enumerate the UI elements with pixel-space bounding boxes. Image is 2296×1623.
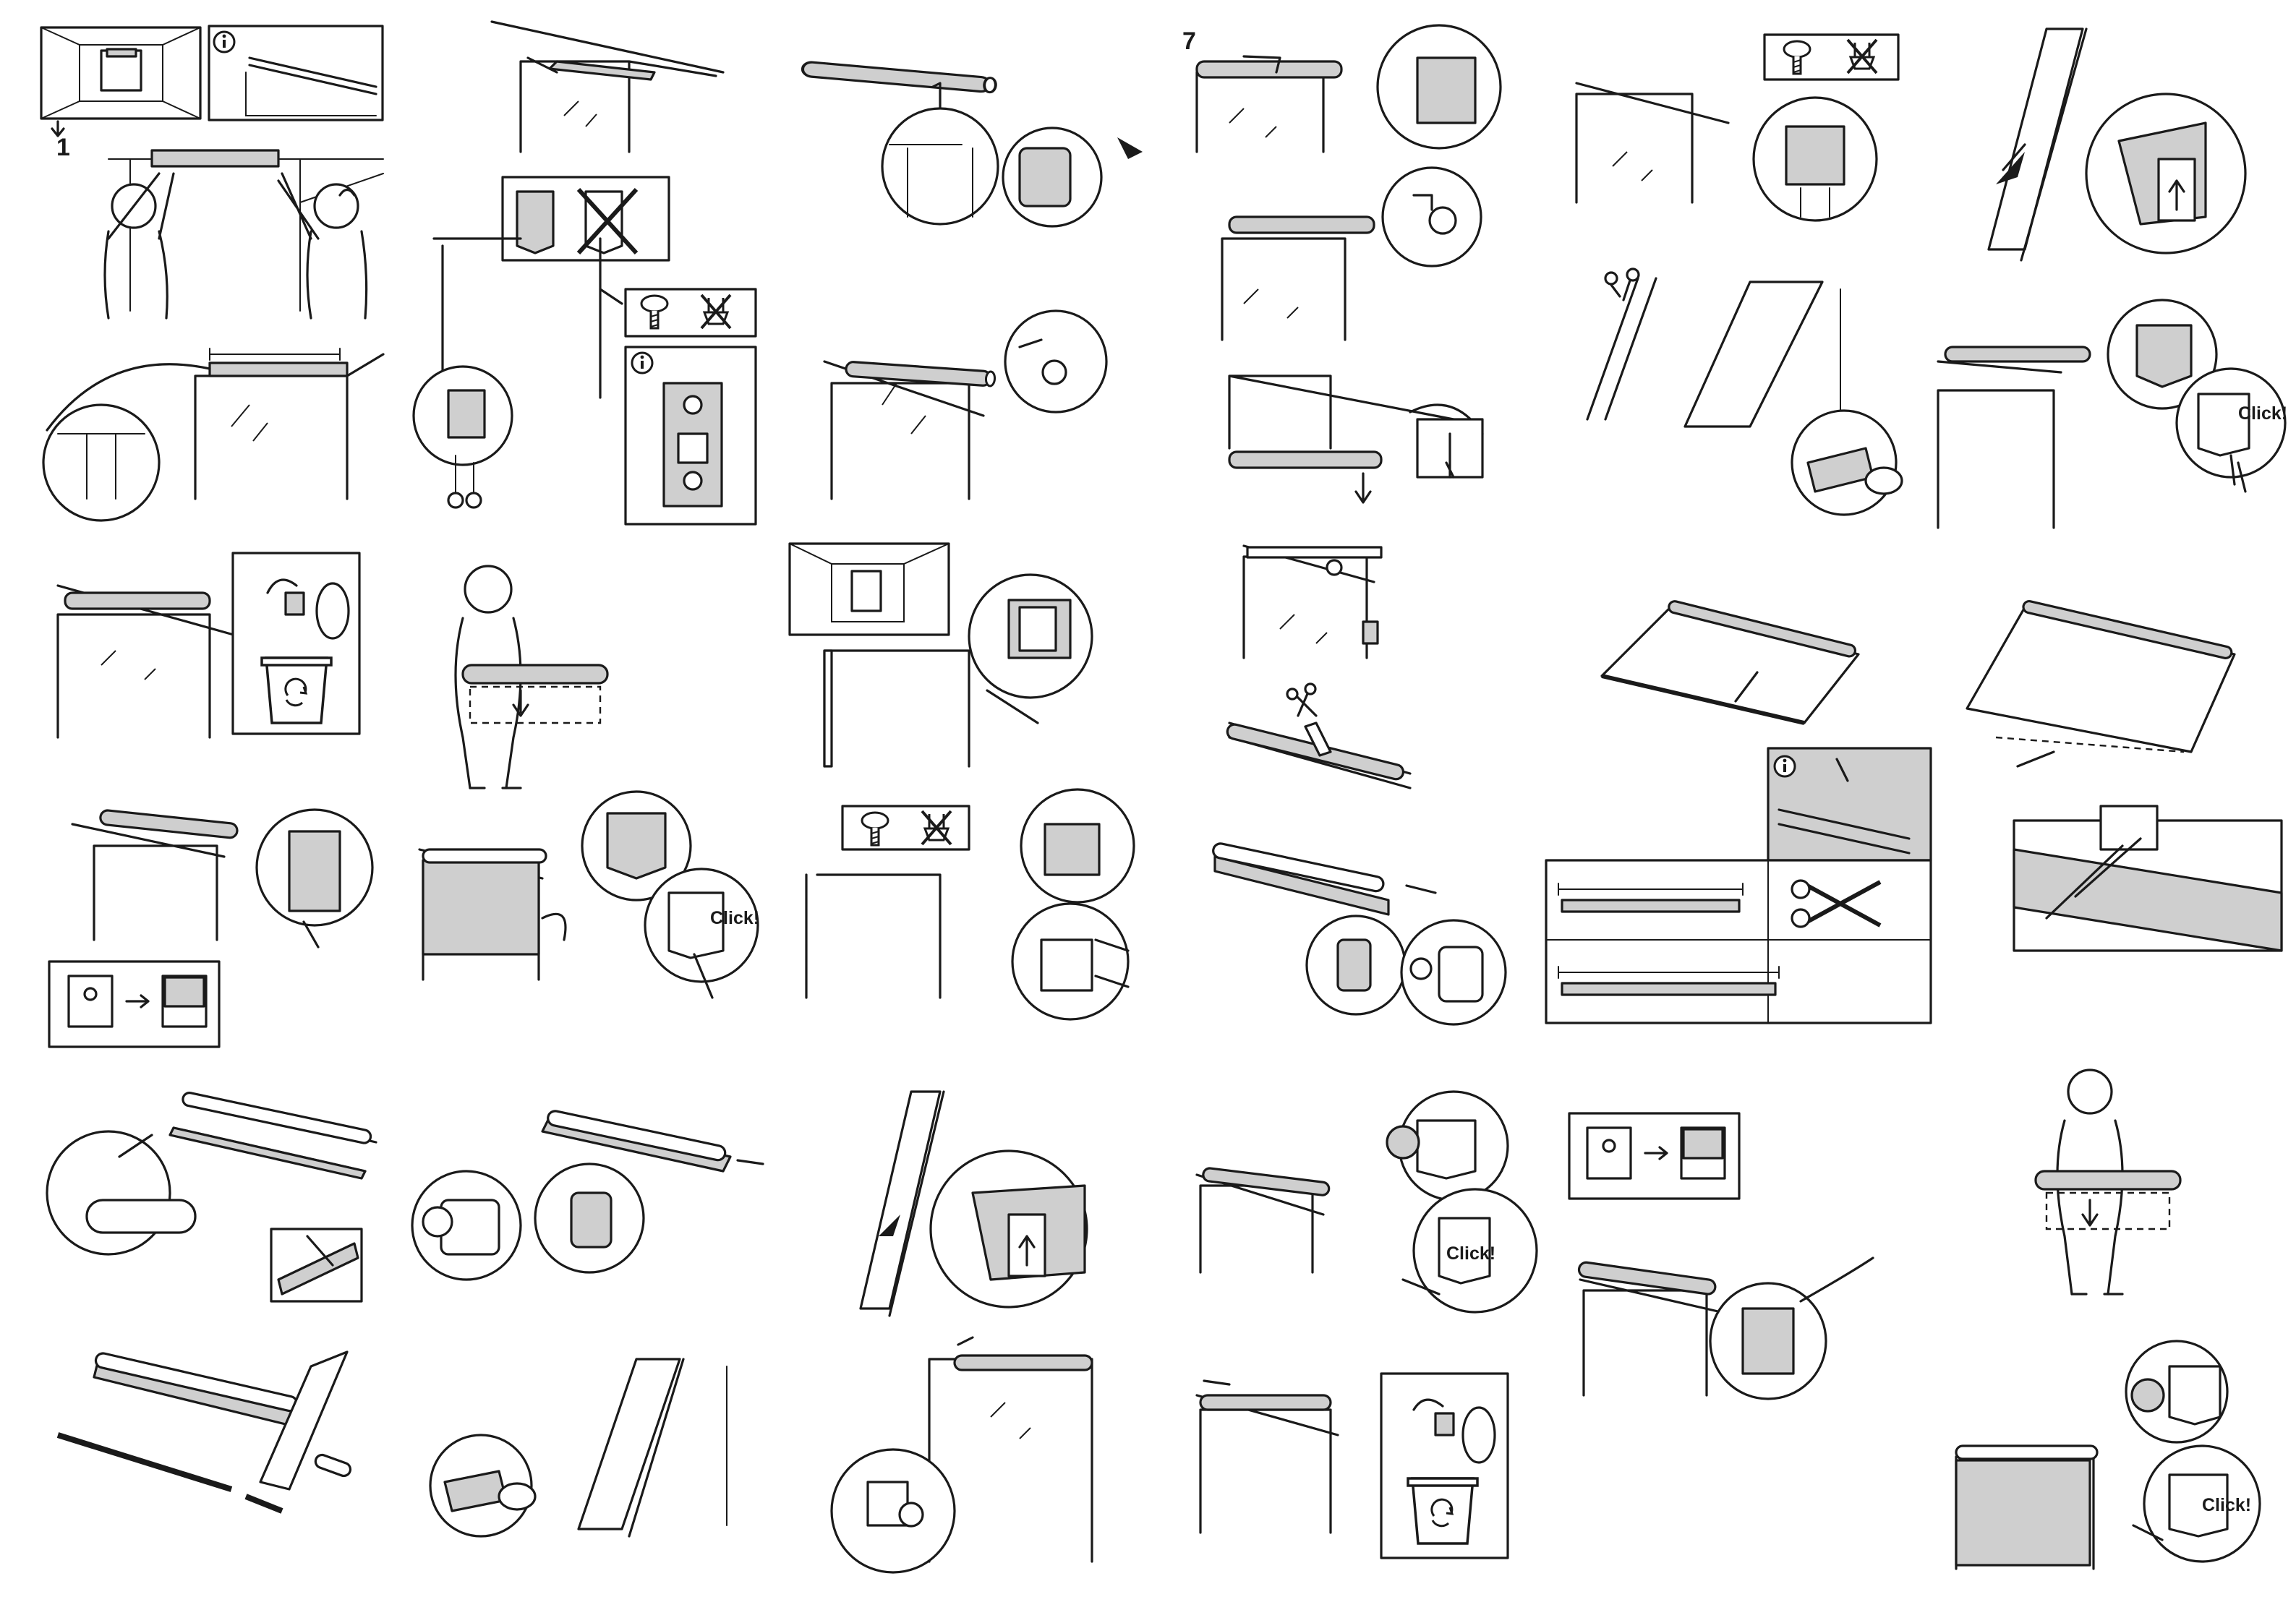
step-number-1: 1 xyxy=(56,134,70,161)
panel-roller-cut xyxy=(47,1092,376,1301)
panel-insert-roller xyxy=(1222,168,1481,340)
step-number-7: 7 xyxy=(1182,27,1196,55)
click-label-3: Click! xyxy=(1446,1243,1495,1264)
click-label: Click! xyxy=(2238,403,2287,424)
panel-window-info: 1 xyxy=(41,26,383,161)
panel-slide-rail xyxy=(492,22,723,152)
panel-screw-bracket xyxy=(1576,35,1898,220)
click-label-4: Click! xyxy=(2202,1495,2251,1515)
panel-cut-tape xyxy=(1226,684,1410,788)
panel-blind-scissors xyxy=(1967,600,2282,951)
panel-recycle-packaging xyxy=(58,553,359,737)
panel-vertical-roller xyxy=(1989,29,2245,260)
panel-rail-before-after xyxy=(49,810,372,1047)
panel-bracket-snap xyxy=(824,311,1106,499)
panel-remove-roller xyxy=(1229,376,1482,502)
click-label-2: Click! xyxy=(710,908,759,928)
panel-roller-plug-circles xyxy=(412,1110,763,1280)
info-icon xyxy=(214,32,234,52)
panel-final-blind-click: Click! xyxy=(1956,1341,2260,1569)
panel-screw-info xyxy=(626,289,756,524)
panel-man-holding-roller xyxy=(456,566,607,788)
panel-click-bracket: Click! xyxy=(1938,300,2287,528)
sun-icon xyxy=(85,988,96,1000)
panel-roller-endcaps xyxy=(1212,842,1506,1024)
panel-man-holding-roller-2 xyxy=(2036,1070,2180,1294)
panel-two-people-install xyxy=(105,150,383,318)
recycle-bin-icon xyxy=(262,658,331,723)
panel-roller-end xyxy=(802,61,1143,226)
panel-before-after-2 xyxy=(1569,1113,1873,1399)
panel-blind-click: Click! xyxy=(419,792,759,998)
panel-frame-bracket xyxy=(1244,546,1381,658)
panel-recycle-2 xyxy=(1197,1374,1508,1558)
panel-scissors-roller xyxy=(1587,269,1902,515)
panel-room-bracket xyxy=(790,544,1092,766)
panel-blind-click-3: Click! xyxy=(1197,1092,1537,1312)
panel-rail-assembly xyxy=(58,1352,352,1511)
panel-blind-table xyxy=(1546,600,1931,1023)
panel-measure-width xyxy=(43,348,383,521)
panel-vertical-roller-2 xyxy=(861,1092,1087,1316)
panel-bracket-drill xyxy=(806,789,1134,1019)
panel-frame-arrow xyxy=(832,1337,1092,1572)
panel-step-7: 7 xyxy=(1182,25,1501,152)
panel-roller-dimension xyxy=(430,1359,727,1536)
